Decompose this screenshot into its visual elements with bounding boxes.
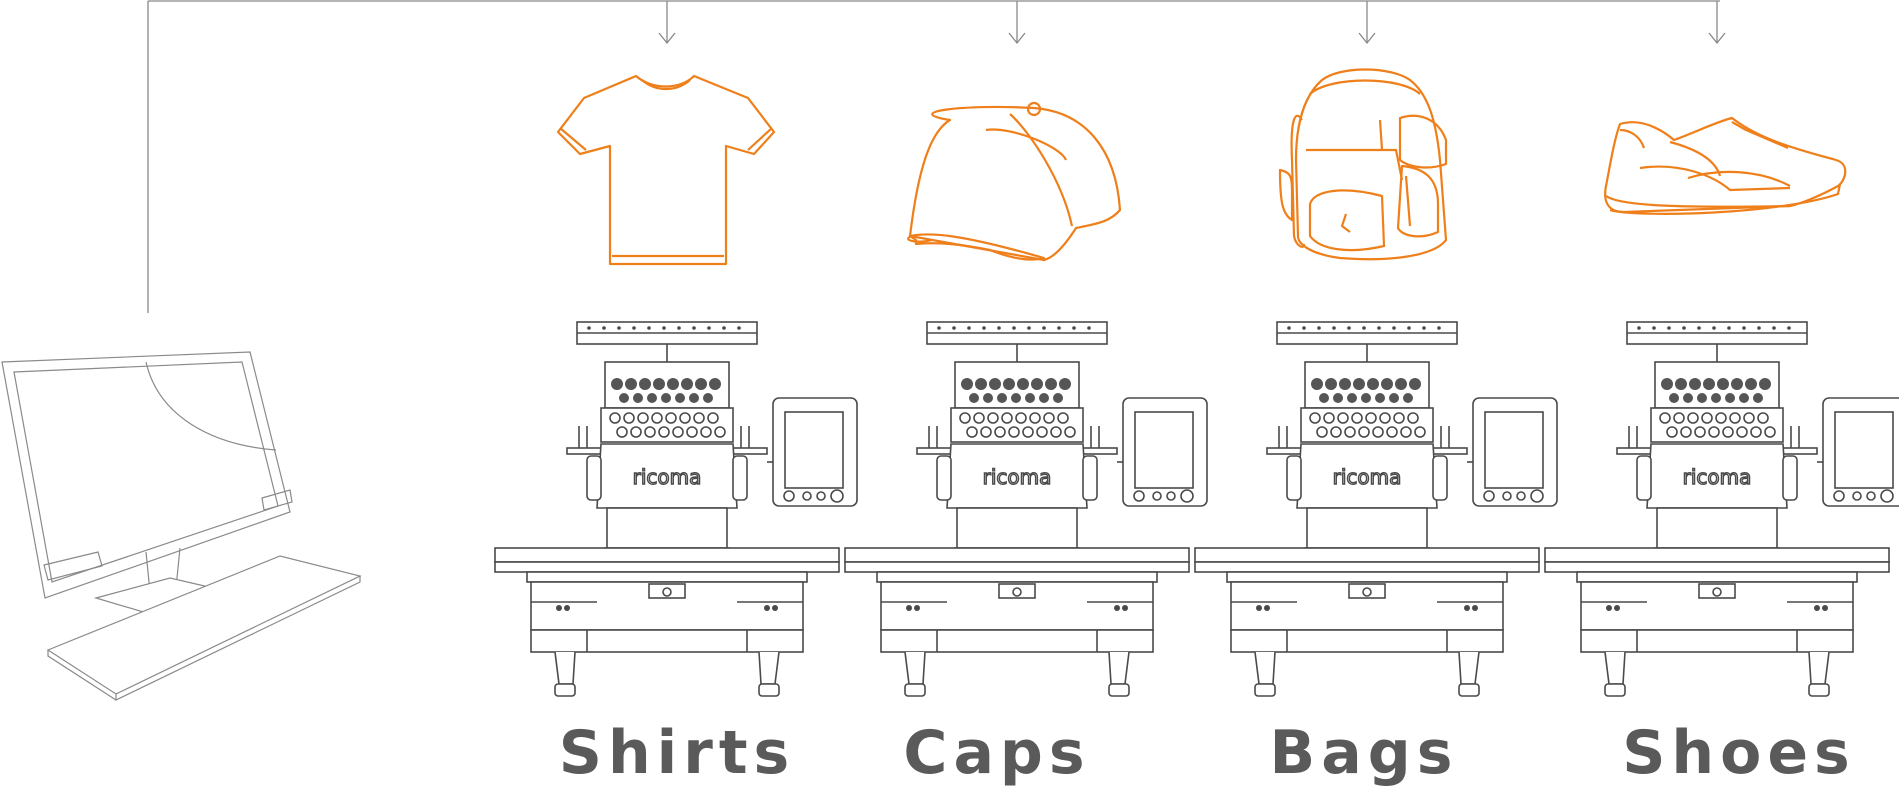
cap-icon (906, 101, 1122, 262)
backpack-icon (1278, 68, 1448, 261)
label-bags: Bags (1269, 718, 1459, 788)
computer-icon (1, 351, 362, 701)
arrow-to-caps (1008, 1, 1026, 45)
label-shirts: Shirts (558, 718, 796, 788)
brand-logo-text: ricoma (633, 465, 702, 489)
arrow-to-shirts (658, 1, 676, 45)
embroidery-machine-shirts: ricoma (494, 321, 858, 697)
brand-logo-text: ricoma (983, 465, 1052, 489)
label-caps: Caps (903, 718, 1091, 788)
brand-logo-text: ricoma (1683, 465, 1752, 489)
embroidery-machine-caps: ricoma (844, 321, 1208, 697)
embroidery-machine-bags: ricoma (1194, 321, 1558, 697)
label-shoes: Shoes (1622, 718, 1856, 788)
embroidery-machine-shoes: ricoma (1544, 321, 1899, 697)
sneaker-icon (1604, 116, 1847, 215)
brand-logo-text: ricoma (1333, 465, 1402, 489)
network-connector-lines (147, 0, 1726, 313)
arrow-to-bags (1358, 1, 1376, 45)
shirt-icon (556, 74, 776, 266)
arrow-to-shoes (1708, 1, 1726, 45)
